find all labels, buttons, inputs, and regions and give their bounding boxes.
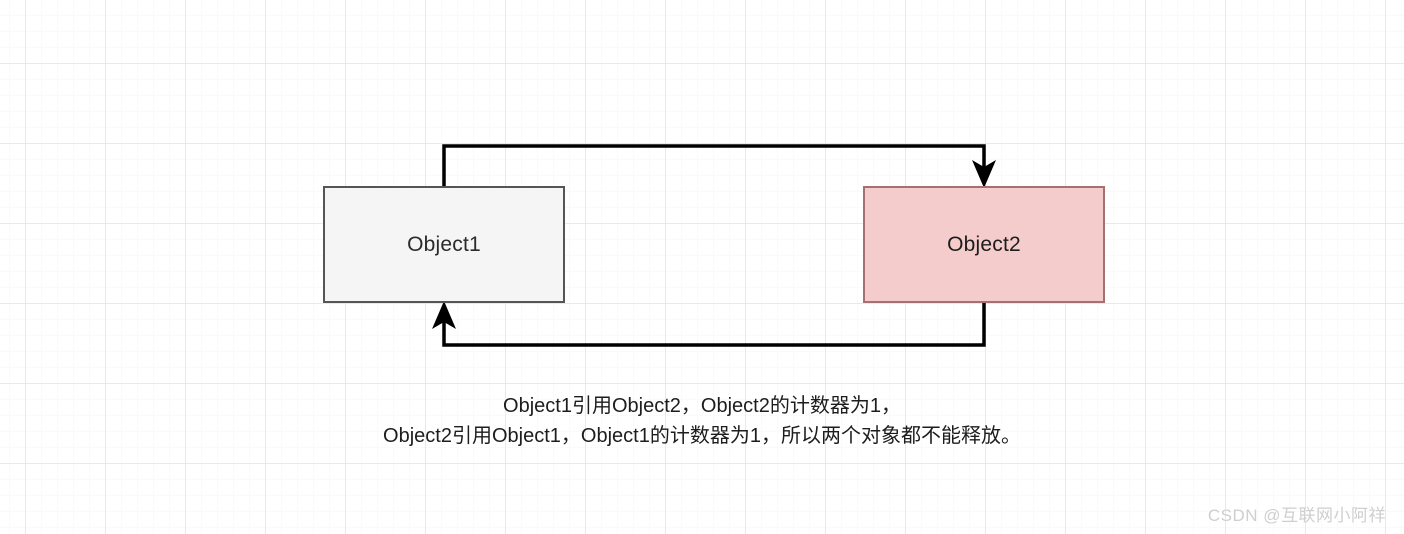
caption-line-2: Object2引用Object1，Object1的计数器为1，所以两个对象都不能… xyxy=(383,425,1021,447)
watermark: CSDN @互联网小阿祥 xyxy=(1207,506,1386,525)
arrowhead-into-object1 xyxy=(432,301,456,329)
diagram-caption: Object1引用Object2，Object2的计数器为1， Object2引… xyxy=(0,391,1404,451)
node-object1-label: Object1 xyxy=(407,233,481,256)
caption-line-1: Object1引用Object2，Object2的计数器为1， xyxy=(503,395,901,417)
edge-object1-to-object2 xyxy=(442,144,986,186)
edge-object2-to-object1 xyxy=(442,303,986,347)
node-object1[interactable]: Object1 xyxy=(323,186,565,303)
node-object2[interactable]: Object2 xyxy=(863,186,1105,303)
node-object2-label: Object2 xyxy=(947,233,1021,256)
arrowhead-into-object2 xyxy=(972,160,996,188)
